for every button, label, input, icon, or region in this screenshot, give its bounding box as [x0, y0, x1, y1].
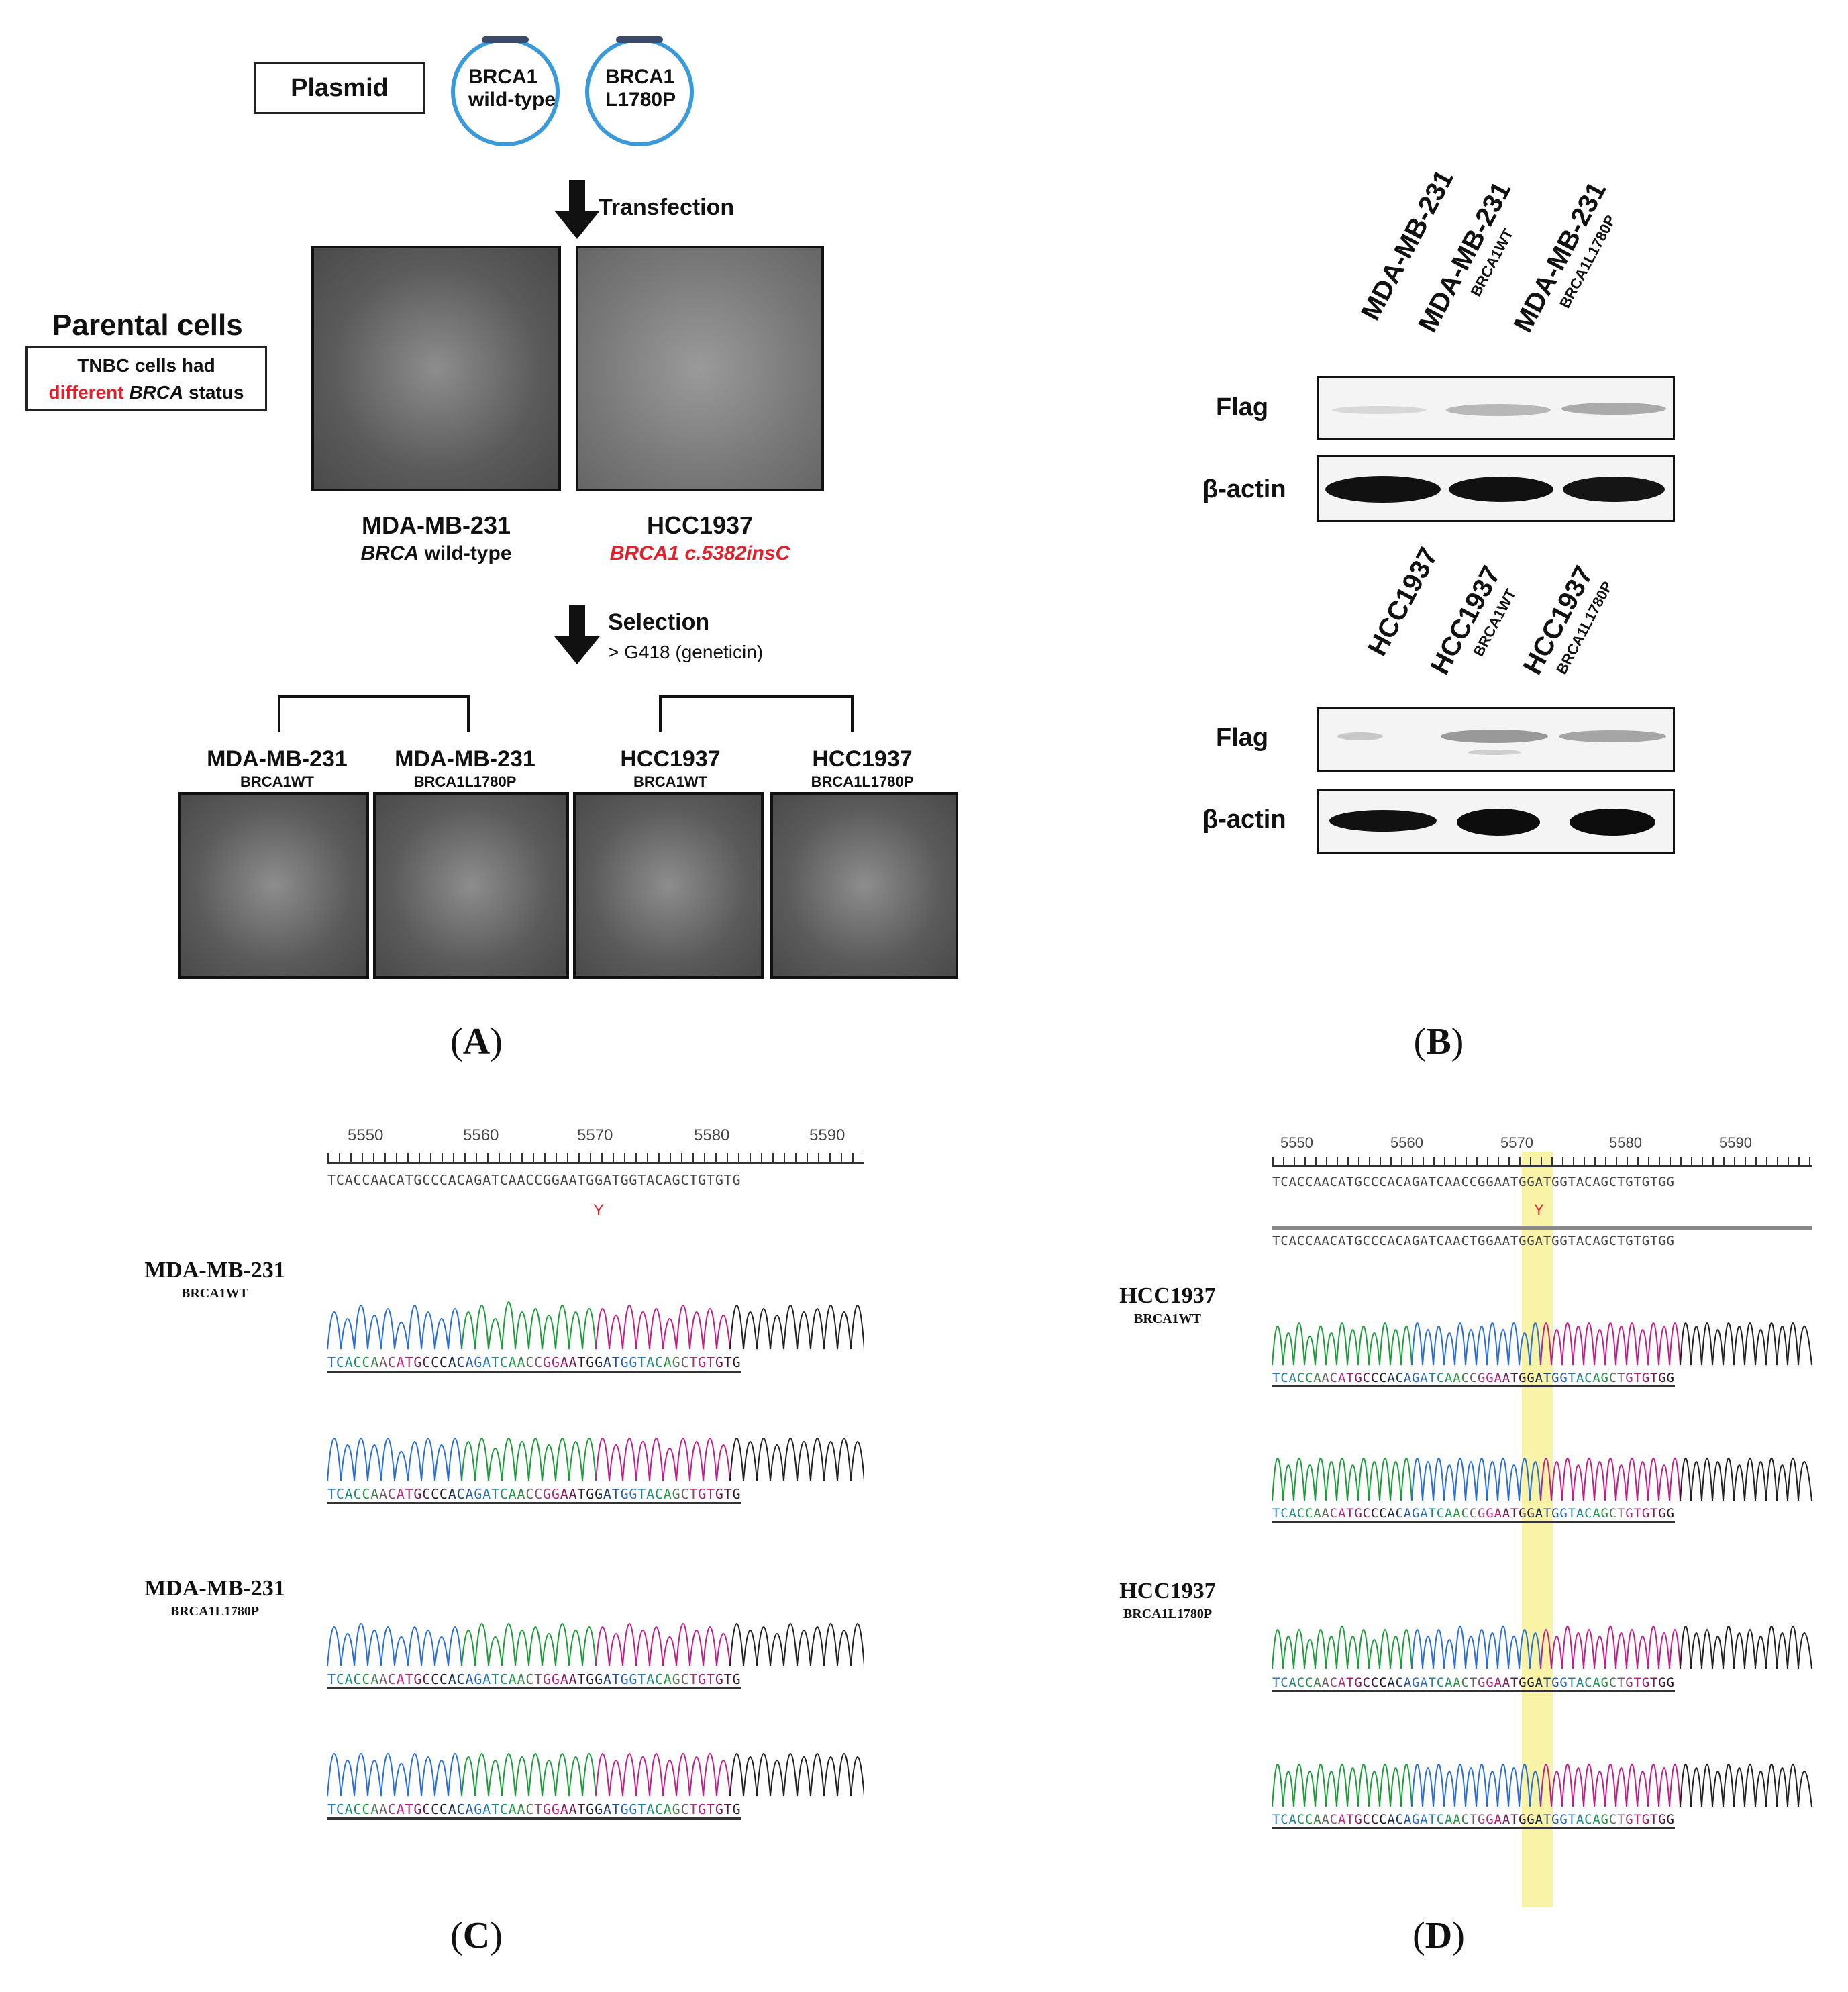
tnbc-note-box: TNBC cells had different BRCA status — [25, 346, 267, 411]
panel-c-letter: (C) — [450, 1915, 503, 1956]
ruler-tick-label: 5550 — [1280, 1134, 1313, 1151]
ruler-tick-label: 5570 — [1500, 1134, 1533, 1151]
ruler-tick-label: 5590 — [809, 1126, 845, 1144]
chromatogram-d-2 — [1272, 1403, 1812, 1503]
blot-top-actin — [1317, 455, 1675, 522]
panel-c-ref-seq: TCACCAACATGCCCACAGATCAACCGGAATGGATGGTACA… — [327, 1172, 741, 1188]
micrograph-clone-1 — [178, 792, 369, 979]
selection-sub: > G418 (geneticin) — [608, 642, 764, 662]
panel-c-sample-1: MDA-MB-231 BRCA1WT — [144, 1258, 285, 1301]
panel-d-seq-2: TCACCAACATGCCCACAGATCAACCGGAATGGATGGTACA… — [1272, 1506, 1675, 1523]
plasmid-mut-line2: L1780P — [605, 89, 676, 111]
panel-d-ruler: 5550 5560 5570 5580 5590 — [1272, 1134, 1812, 1168]
micrograph-hcc-parental — [576, 246, 824, 491]
panel-d-sample-2: HCC1937 BRCA1L1780P — [1119, 1579, 1216, 1622]
panel-d-ref-seq-2: TCACCAACATGCCCACAGATCAACTGGAATGGATGGTACA… — [1272, 1234, 1675, 1248]
ruler-tick-label: 5550 — [348, 1126, 384, 1144]
clone-label-4: HCC1937 BRCA1L1780P — [811, 746, 914, 790]
clone-label-3: HCC1937 BRCA1WT — [620, 746, 721, 790]
blot-bottom-actin — [1317, 789, 1675, 854]
blot-bottom-flag-label: Flag — [1216, 724, 1269, 752]
plasmid-mut-icon: BRCA1 L1780P — [585, 36, 694, 146]
micrograph-clone-2 — [373, 792, 569, 979]
blot-top-flag-label: Flag — [1216, 393, 1269, 421]
cell2-status: BRCA1 c.5382insC — [609, 542, 790, 564]
panel-d-sample-1: HCC1937 BRCA1WT — [1119, 1283, 1216, 1327]
panel-b-letter: (B) — [1413, 1021, 1464, 1062]
blot-top-flag — [1317, 376, 1675, 440]
panel-d-seq-1: TCACCAACATGCCCACAGATCAACCGGAATGGATGGTACA… — [1272, 1371, 1675, 1387]
panel-d-seq-3: TCACCAACATGCCCACAGATCAACTGGAATGGATGGTACA… — [1272, 1675, 1675, 1692]
bracket-hcc — [659, 695, 854, 732]
panel-a-letter: (A) — [450, 1021, 503, 1062]
selection-arrow-icon — [550, 605, 604, 664]
plasmid-insert-mark — [616, 36, 663, 43]
panel-d-divider — [1272, 1226, 1812, 1230]
chromatogram-d-4 — [1272, 1709, 1812, 1809]
panel-d-letter: (D) — [1413, 1915, 1465, 1956]
transfection-arrow-icon — [550, 180, 604, 239]
panel-d-highlight — [1522, 1152, 1553, 1907]
chromatogram-c-3 — [327, 1568, 865, 1669]
chromatogram-c-1 — [327, 1248, 865, 1352]
micrograph-mda-parental — [311, 246, 561, 491]
blot-bottom-actin-label: β-actin — [1202, 805, 1286, 834]
tnbc-line1: TNBC cells had — [77, 355, 215, 376]
panel-c-sample-2: MDA-MB-231 BRCA1L1780P — [144, 1576, 285, 1620]
chromatogram-d-1 — [1272, 1267, 1812, 1368]
bracket-mda — [278, 695, 470, 732]
plasmid-insert-mark — [482, 36, 529, 43]
clone-label-2: MDA-MB-231 BRCA1L1780P — [395, 746, 535, 790]
ruler-tick-label: 5560 — [1390, 1134, 1423, 1151]
blot-bottom-lane-3: HCC1937 BRCA1L1780P — [1517, 561, 1616, 680]
ruler-tick-label: 5560 — [463, 1126, 499, 1144]
ruler-tick-label: 5580 — [694, 1126, 730, 1144]
ruler-tick-label: 5570 — [577, 1126, 613, 1144]
blot-bottom-lane-1: HCC1937 — [1362, 542, 1444, 661]
cell2-name: HCC1937 — [646, 511, 754, 539]
parental-cells-title: Parental cells — [52, 309, 243, 342]
blot-top-actin-label: β-actin — [1202, 475, 1286, 503]
blot-bottom-lane-2: HCC1937 BRCA1WT — [1425, 561, 1520, 680]
micrograph-clone-4 — [770, 792, 958, 979]
blot-bottom-flag — [1317, 707, 1675, 772]
chromatogram-c-4 — [327, 1698, 865, 1799]
panel-d-seq-4: TCACCAACATGCCCACAGATCAACTGGAATGGATGGTACA… — [1272, 1812, 1675, 1829]
plasmid-wt-line1: BRCA1 — [468, 66, 538, 88]
panel-c-y-mark: Y — [593, 1201, 605, 1219]
tnbc-line2: different BRCA status — [48, 382, 244, 403]
panel-c-seq-2: TCACCAACATGCCCACAGATCAACCGGAATGGATGGTACA… — [327, 1486, 741, 1504]
panel-d-ref-seq: TCACCAACATGCCCACAGATCAACCGGAATGGATGGTACA… — [1272, 1175, 1675, 1189]
plasmid-wt-line2: wild-type — [468, 89, 556, 111]
selection-label: Selection — [608, 609, 710, 635]
cell1-name: MDA-MB-231 — [361, 511, 511, 539]
panel-d-y-mark: Y — [1534, 1201, 1544, 1218]
transfection-label: Transfection — [599, 195, 735, 220]
plasmid-mut-line1: BRCA1 — [605, 66, 675, 88]
panel-c-seq-1: TCACCAACATGCCCACAGATCAACCGGAATGGATGGTACA… — [327, 1354, 741, 1373]
ruler-tick-label: 5590 — [1719, 1134, 1752, 1151]
micrograph-clone-3 — [573, 792, 764, 979]
chromatogram-d-3 — [1272, 1571, 1812, 1671]
clone-label-1: MDA-MB-231 BRCA1WT — [207, 746, 348, 790]
cell1-status: BRCA wild-type — [360, 542, 512, 564]
chromatogram-c-2 — [327, 1383, 865, 1483]
plasmid-wt-icon: BRCA1 wild-type — [451, 36, 560, 146]
panel-c-ruler: 5550 5560 5570 5580 5590 — [327, 1126, 864, 1166]
plasmid-label-box: Plasmid — [254, 62, 425, 114]
panel-c-seq-3: TCACCAACATGCCCACAGATCAACTGGAATGGATGGTACA… — [327, 1671, 741, 1689]
ruler-tick-label: 5580 — [1609, 1134, 1642, 1151]
panel-c-seq-4: TCACCAACATGCCCACAGATCAACTGGAATGGATGGTACA… — [327, 1801, 741, 1820]
